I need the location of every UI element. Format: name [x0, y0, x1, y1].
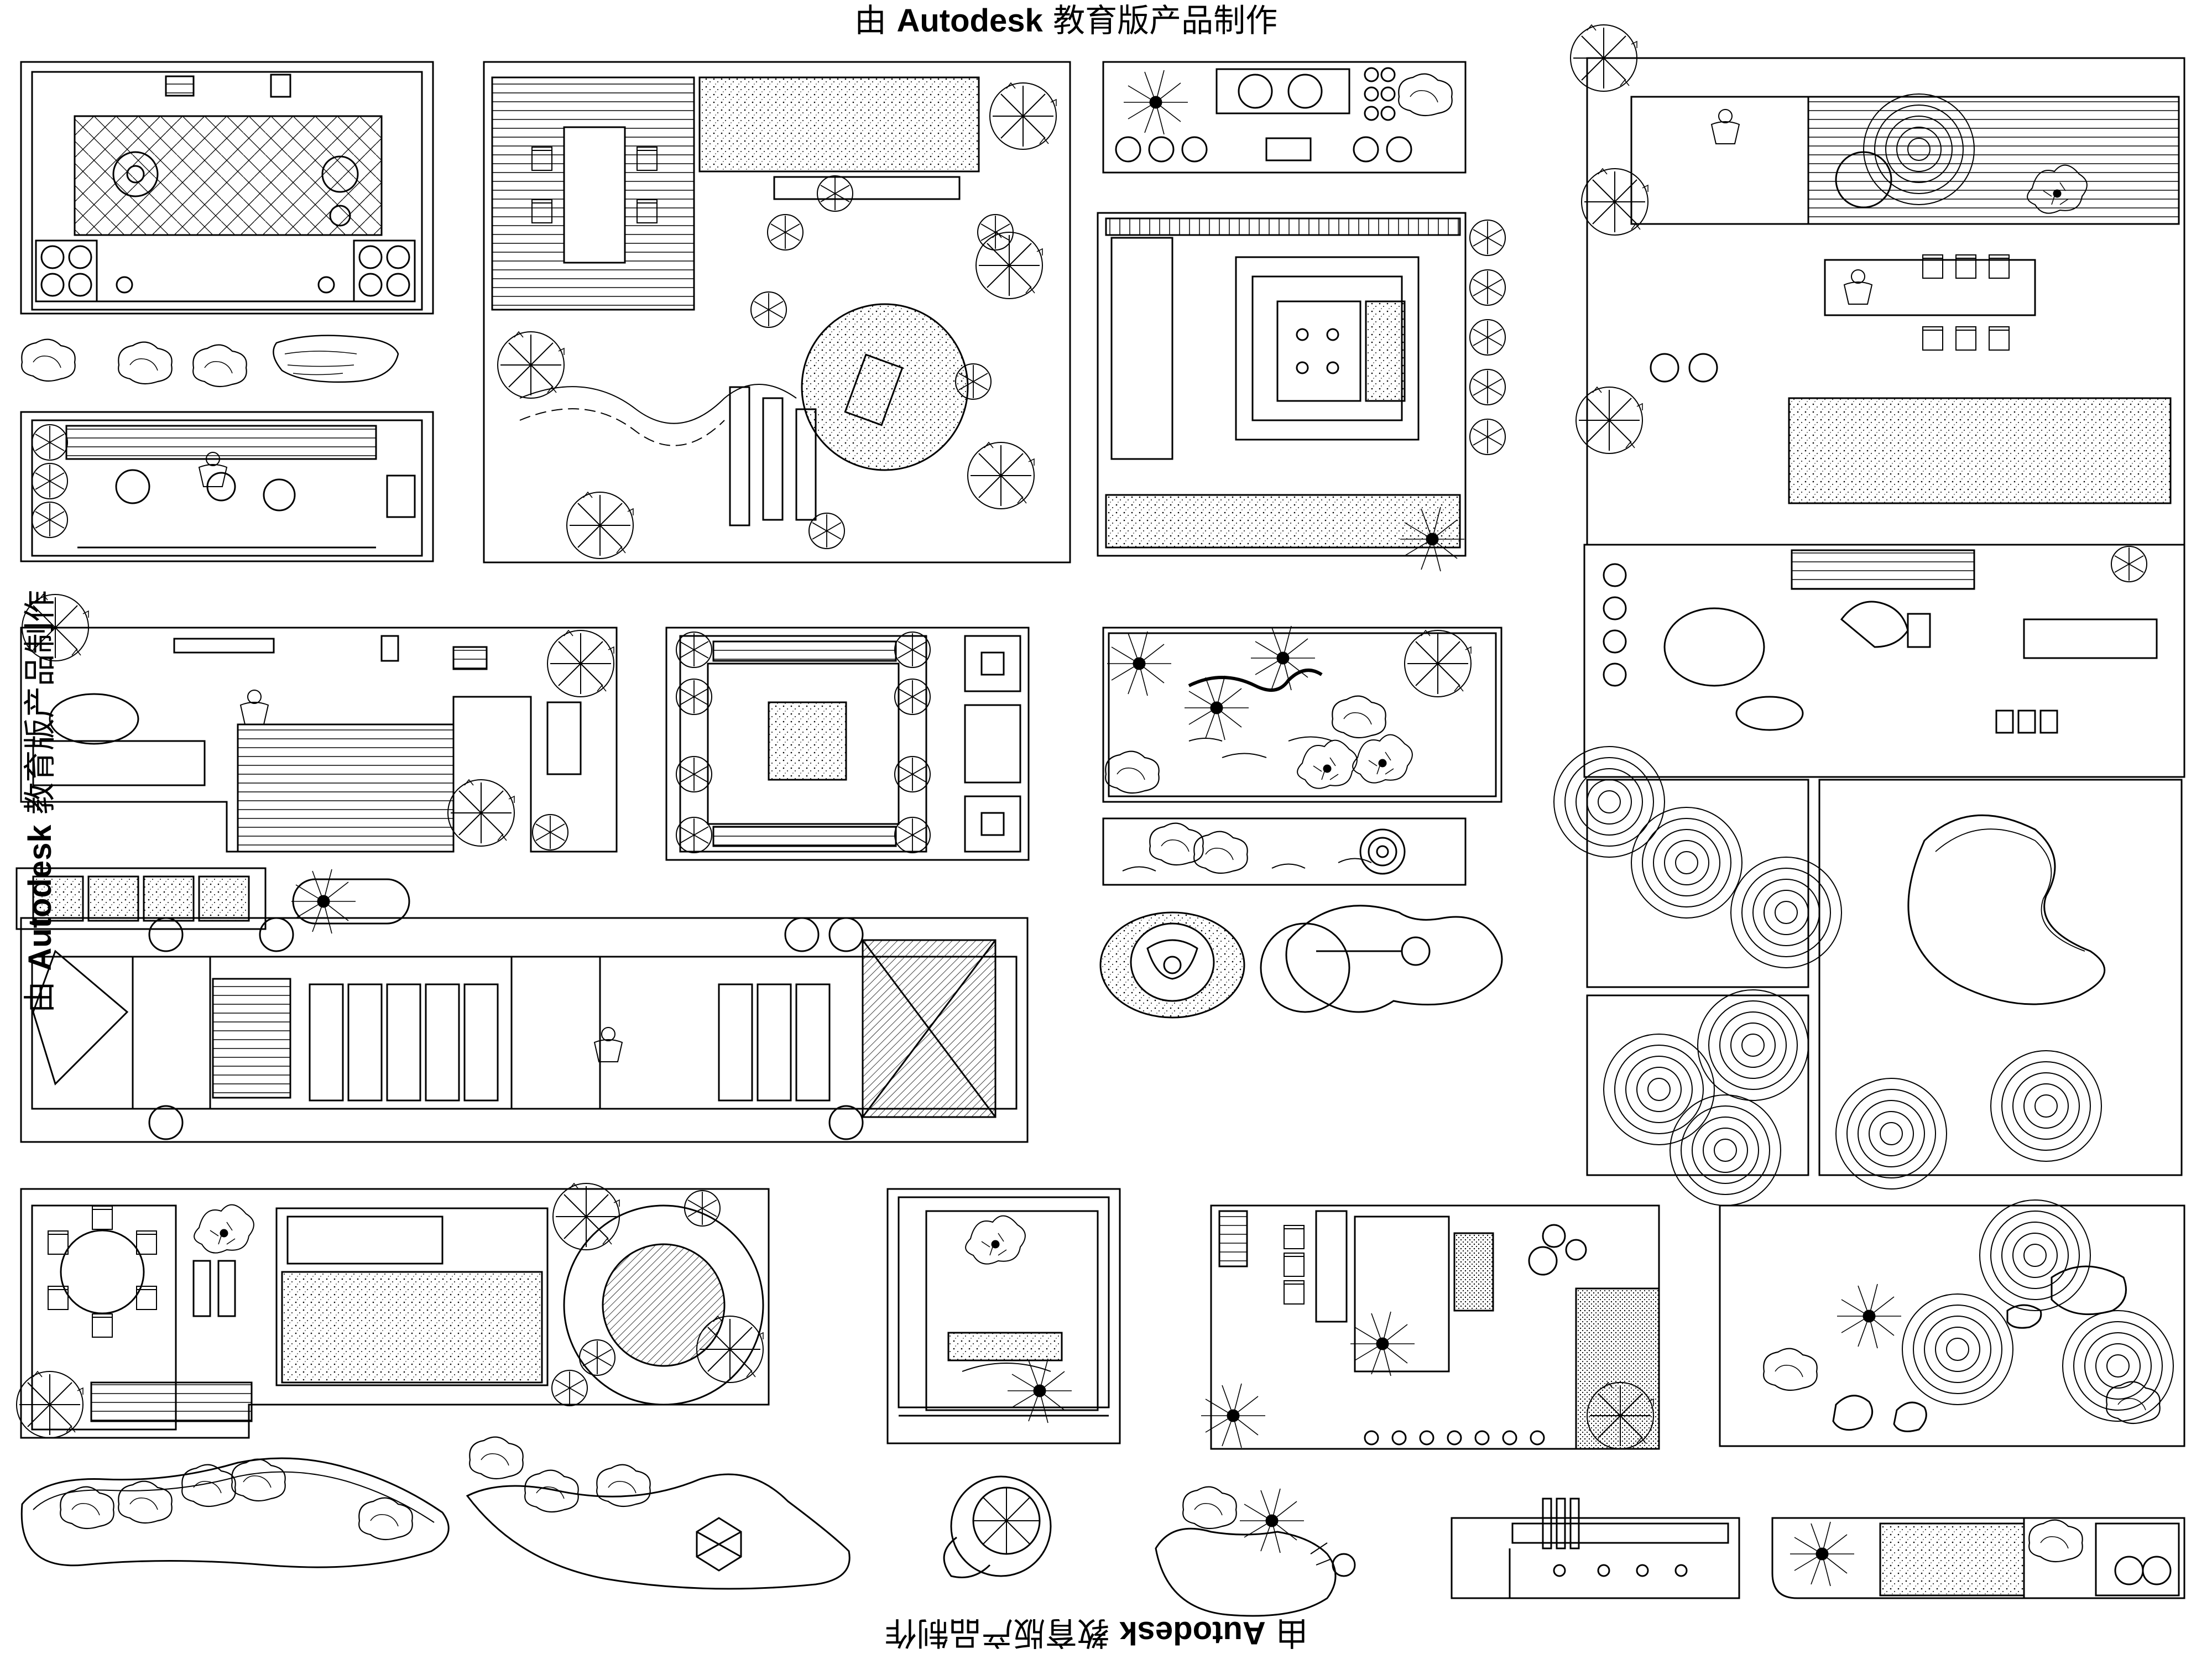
- courtyard-dining-garden: [483, 61, 1071, 564]
- watermark-prefix: 由: [854, 2, 887, 39]
- pebble-stream-strip: [1102, 817, 1467, 886]
- spiral-basin: [943, 1475, 1052, 1578]
- rockery-island-left: [20, 1457, 450, 1568]
- long-pergola-deck: [20, 917, 1029, 1143]
- roof-garden-lower-terrace: [1583, 544, 2185, 778]
- central-water-court: [1097, 212, 1506, 572]
- square-planter-court: [665, 627, 1030, 861]
- corner-planter-strip: [1771, 1517, 2185, 1599]
- watermark-suffix: 教育版产品制作: [21, 589, 59, 815]
- watermark-bottom: 由 Autodesk 教育版产品制作: [885, 1614, 1308, 1652]
- bench-terrace: [20, 411, 434, 562]
- outdoor-kitchen-court: [1200, 1204, 1660, 1450]
- round-table-lawn-garden: [15, 1182, 770, 1439]
- stepping-stone-rake-garden: [1719, 1199, 2185, 1447]
- watermark-left: 由 Autodesk 教育版产品制作: [21, 589, 59, 1014]
- rock-specimens: [20, 335, 399, 388]
- watermark-prefix: 由: [1276, 1614, 1308, 1652]
- watermark-brand: Autodesk: [896, 3, 1043, 39]
- bench-strip: [1451, 1498, 1740, 1599]
- zen-gravel-rake-panels: [1553, 745, 2183, 1207]
- roof-garden-kitchen-deck: [1569, 24, 2185, 687]
- small-tree-court: [886, 1188, 1121, 1444]
- watermark-brand: Autodesk: [1119, 1615, 1266, 1651]
- rockery-island-right: [466, 1436, 851, 1590]
- watermark-suffix: 教育版产品制作: [1053, 2, 1278, 39]
- pine-rock-pond: [1102, 625, 1503, 803]
- rock-tree-fountain: [1155, 1486, 1356, 1617]
- watermark-brand: Autodesk: [22, 825, 59, 971]
- watermark-suffix: 教育版产品制作: [885, 1614, 1110, 1652]
- stepped-deck-garden: [15, 593, 618, 935]
- watermark-top: 由 Autodesk 教育版产品制作: [854, 4, 1277, 37]
- watermark-prefix: 由: [21, 981, 59, 1014]
- round-fountain-pools: [1099, 905, 1503, 1019]
- kitchen-herringbone-terrace: [20, 61, 434, 315]
- lounge-planter-strip: [1102, 61, 1467, 174]
